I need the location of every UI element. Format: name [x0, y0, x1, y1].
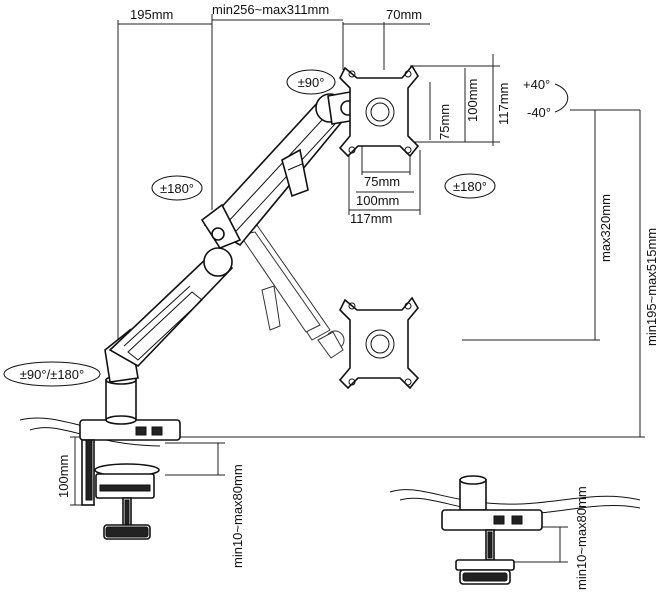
arm-lowered-position [227, 207, 420, 390]
vesa-plate-lowered [338, 296, 420, 390]
dim-70: 70mm [386, 7, 422, 22]
rotation-head-swivel-label: ±180° [453, 179, 487, 194]
dim-total-height: min195~max515mm [644, 228, 659, 346]
tilt-indicator: +40° -40° [523, 77, 569, 120]
dim-max-320: max320mm [598, 194, 613, 262]
rotation-badge-head: ±90° [286, 69, 336, 95]
tilt-up-label: +40° [523, 77, 550, 92]
dim-vesa-h-100: 100mm [465, 79, 480, 122]
dim-vesa-w-75: 75mm [364, 174, 400, 189]
dim-vesa-h-117: 117mm [496, 83, 511, 125]
vesa-plate [338, 64, 420, 158]
dim-arm-reach: min256~max311mm [212, 2, 329, 17]
dim-grommet-range: min10~max80mm [574, 486, 589, 590]
dim-vesa-w-100: 100mm [356, 193, 399, 208]
rotation-base-label: ±90°/±180° [20, 367, 84, 382]
rotation-badge-upper-arm: ±180° [151, 175, 203, 201]
dimension-labels: 195mm min256~max311mm 70mm 100mm 75mm 11… [56, 2, 659, 590]
dim-clamp-100: 100mm [56, 455, 71, 498]
rotation-badge-head-swivel: ±180° [444, 173, 496, 199]
arm-main [104, 91, 357, 425]
tilt-down-label: -40° [527, 105, 551, 120]
rotation-badge-base: ±90°/±180° [3, 361, 101, 387]
dimension-lines [70, 14, 645, 563]
dim-vesa-h-75: 75mm [437, 104, 452, 140]
rotation-upper-arm-label: ±180° [160, 181, 194, 196]
grommet-mount [389, 475, 641, 585]
desk-clamp [79, 419, 181, 540]
dim-vesa-w-117: 117mm [350, 211, 392, 226]
dim-clamp-range: min10~max80mm [230, 464, 245, 568]
dim-195: 195mm [130, 7, 173, 22]
rotation-head-label: ±90° [298, 75, 325, 90]
